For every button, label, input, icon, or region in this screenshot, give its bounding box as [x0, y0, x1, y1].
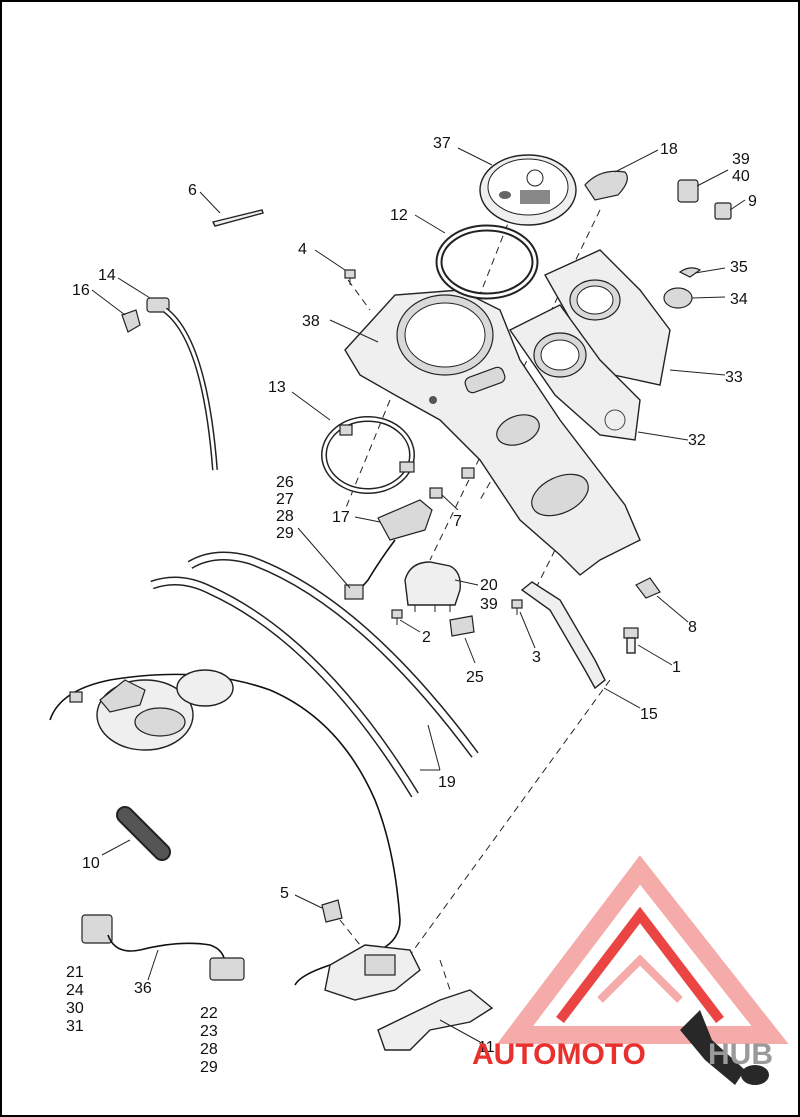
label-16: 16	[72, 282, 90, 299]
screw-part-2	[391, 609, 403, 625]
label-37: 37	[433, 135, 451, 152]
label-3: 3	[532, 649, 541, 666]
connector-part-14	[146, 297, 170, 313]
bracket-part-15	[520, 581, 606, 690]
label-10: 10	[82, 855, 100, 872]
label-30: 30	[66, 1000, 84, 1017]
clip-part-8	[635, 577, 661, 599]
label-28b: 28	[200, 1041, 218, 1058]
label-12: 12	[390, 207, 408, 224]
switch-part-17	[377, 499, 433, 541]
label-6: 6	[188, 182, 197, 199]
label-15: 15	[640, 706, 658, 723]
label-35: 35	[730, 259, 748, 276]
label-40: 40	[732, 168, 750, 185]
label-22: 22	[200, 1005, 218, 1022]
label-20-39: 39	[480, 596, 498, 613]
clip-part-25	[449, 615, 475, 637]
label-34: 34	[730, 291, 748, 308]
label-25: 25	[466, 669, 484, 686]
label-27: 27	[276, 491, 294, 508]
label-39: 39	[732, 151, 750, 168]
sub-harness-36	[107, 934, 226, 966]
relay-part-20	[404, 561, 461, 606]
clip-part-7b	[461, 467, 475, 479]
clip-part-7a	[429, 487, 443, 499]
watermark-logo	[496, 855, 789, 1085]
label-23: 23	[200, 1023, 218, 1040]
screw-part-3	[511, 599, 523, 615]
watermark-text-hub: HUB	[708, 1038, 773, 1071]
label-8: 8	[688, 619, 697, 636]
leader-lines	[91, 147, 746, 1043]
label-29b: 29	[200, 1059, 218, 1076]
label-5: 5	[280, 885, 289, 902]
label-13: 13	[268, 379, 286, 396]
connector-part-21	[81, 914, 113, 944]
label-18: 18	[660, 141, 678, 158]
knob-part-34	[663, 287, 693, 309]
label-1: 1	[672, 659, 681, 676]
label-14: 14	[98, 267, 116, 284]
label-7: 7	[453, 513, 462, 530]
label-24: 24	[66, 982, 84, 999]
label-26: 26	[276, 474, 294, 491]
label-17: 17	[332, 509, 350, 526]
cap-part-18	[584, 170, 628, 201]
arrow-mark	[680, 1010, 745, 1085]
label-38: 38	[302, 313, 320, 330]
label-32: 32	[688, 432, 706, 449]
watermark-text-automoto: AUTOMOTO	[472, 1038, 646, 1071]
screw-part-4	[344, 269, 356, 285]
switch-part-9	[714, 202, 732, 220]
clip-part-35	[678, 267, 702, 278]
label-33: 33	[725, 369, 743, 386]
label-19: 19	[438, 774, 456, 791]
label-36: 36	[134, 980, 152, 997]
switch-part-39-40	[677, 179, 699, 203]
label-4: 4	[298, 241, 307, 258]
label-2: 2	[422, 629, 431, 646]
grommet-part-16	[121, 309, 141, 333]
bracket-part-11	[377, 989, 494, 1051]
label-11: 11	[478, 1039, 495, 1056]
wire-part-14	[163, 307, 218, 471]
label-31: 31	[66, 1018, 84, 1035]
bolt-part-1	[623, 627, 639, 654]
callout-labels: 1 2 3 4 5 6 7 8 9 10 11 12 13 14 15 16 1…	[66, 135, 757, 1076]
label-28: 28	[276, 508, 294, 525]
pin-part-6	[211, 209, 264, 227]
label-29: 29	[276, 525, 294, 542]
label-21: 21	[66, 964, 84, 981]
label-20: 20	[480, 577, 498, 594]
label-9: 9	[748, 193, 757, 210]
fuel-pump-assembly	[69, 669, 234, 751]
clip-part-5	[321, 899, 343, 923]
switch-connector-17	[344, 584, 364, 600]
connector-part-22	[209, 957, 245, 981]
